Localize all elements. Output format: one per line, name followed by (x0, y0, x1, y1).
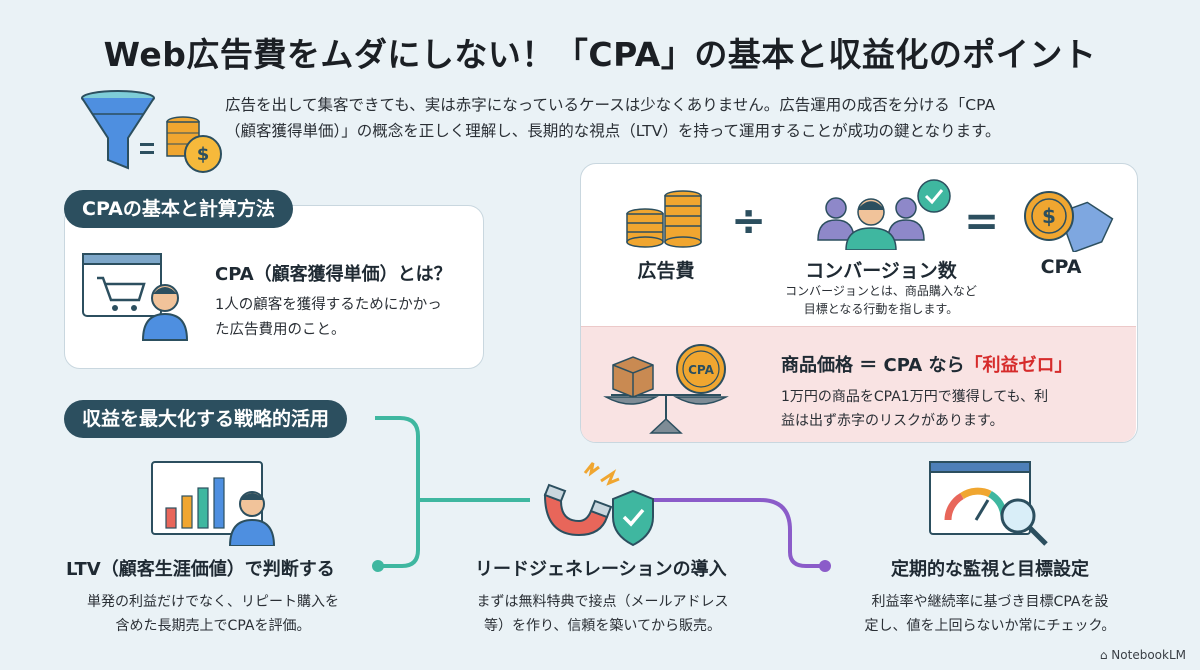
step-leadgen-title: リードジェネレーションの導入 (475, 559, 727, 580)
balance-scale-icon: CPA (601, 337, 731, 437)
step-leadgen-text: まずは無料特典で接点（メールアドレス 等）を作り、信頼を築いてから販売。 (476, 594, 729, 634)
watermark: ⌂ NotebookLM (1099, 648, 1186, 662)
step-ltv-text: 単発の利益だけでなく、リピート購入を 含めた長期売上でCPAを評価。 (87, 594, 339, 634)
magnet-icon (543, 483, 613, 537)
formula-ad-cost-label: 広告費 (637, 260, 695, 282)
divide-sign: ÷ (731, 196, 767, 245)
step-monitoring-text: 利益率や継続率に基づき目標CPAを設 定し、値を上回らないか常にチェック。 (864, 594, 1116, 634)
shopping-cart-person-icon (81, 252, 189, 341)
warning-title: 商品価格 ＝ CPA なら「利益ゼロ」 (781, 355, 1073, 376)
cpa-definition-card: CPA（顧客獲得単価）とは？ 1人の顧客を獲得するためにかかっ た広告費用のこと… (64, 205, 484, 369)
intro-line-2: （顧客獲得単価）」の概念を正しく理解し、長期的な視点（LTV）を持って運用するこ… (225, 122, 1001, 140)
section-tag-strategy: 収益を最大化する戦略的活用 (64, 400, 348, 438)
warning-text: 1万円の商品をCPA1万円で獲得しても、利 益は出ず赤字のリスクがあります。 (781, 389, 1049, 429)
notebooklm-logo-icon: ⌂ (1099, 648, 1112, 662)
coins-icon: $ (166, 116, 222, 173)
intro-paragraph: 広告を出して集客できても、実は赤字になっているケースは少なくありません。広告運用… (225, 92, 1175, 144)
shield-icon (612, 489, 654, 547)
page-title: Web広告費をムダにしない！「CPA」の基本と収益化のポイント (103, 35, 1097, 74)
cpa-definition-text: 1人の顧客を獲得するためにかかっ た広告費用のこと。 (215, 297, 442, 338)
step-ltv-title: LTV（顧客生涯価値）で判断する (66, 559, 335, 580)
cpa-formula-card: 広告費 ÷ コンバージョン数 コンバージョンとは、商品購入など 目標となる行動を… (580, 163, 1138, 443)
box-icon (612, 356, 654, 398)
svg-text:$: $ (197, 144, 210, 165)
svg-text:$: $ (1042, 204, 1056, 228)
gauge-magnifier-icon (928, 460, 1056, 550)
formula-cpa-label: CPA (1040, 256, 1082, 278)
intro-line-1: 広告を出して集客できても、実は赤字になっているケースは少なくありません。広告運用… (225, 96, 996, 114)
equals-sign: = (964, 196, 1000, 245)
price-tag-coin-icon: $ (1021, 186, 1117, 254)
cpa-definition-title: CPA（顧客獲得単価）とは？ (215, 264, 452, 285)
coins-stack-icon (623, 186, 707, 248)
section-tag-basics: CPAの基本と計算方法 (64, 190, 293, 228)
magnet-shield-icon (535, 455, 675, 550)
profit-zero-warning: CPA 商品価格 ＝ CPA なら「利益ゼロ」 1万円の商品をCPA1万円で獲得… (581, 326, 1136, 442)
people-group-icon (806, 178, 956, 251)
formula-conversions-label: コンバージョン数 (805, 260, 957, 282)
step-monitoring-title: 定期的な監視と目標設定 (891, 559, 1089, 580)
warning-title-red: 「利益ゼロ」 (964, 355, 1073, 376)
conversion-note: コンバージョンとは、商品購入など 目標となる行動を指します。 (785, 284, 977, 316)
coin-cpa-label: CPA (688, 363, 715, 377)
funnel-icon: $ (81, 90, 222, 173)
bar-chart-person-icon (150, 460, 285, 547)
magnifier-icon (1000, 498, 1048, 546)
funnel-coins-illustration: $ (78, 88, 228, 178)
